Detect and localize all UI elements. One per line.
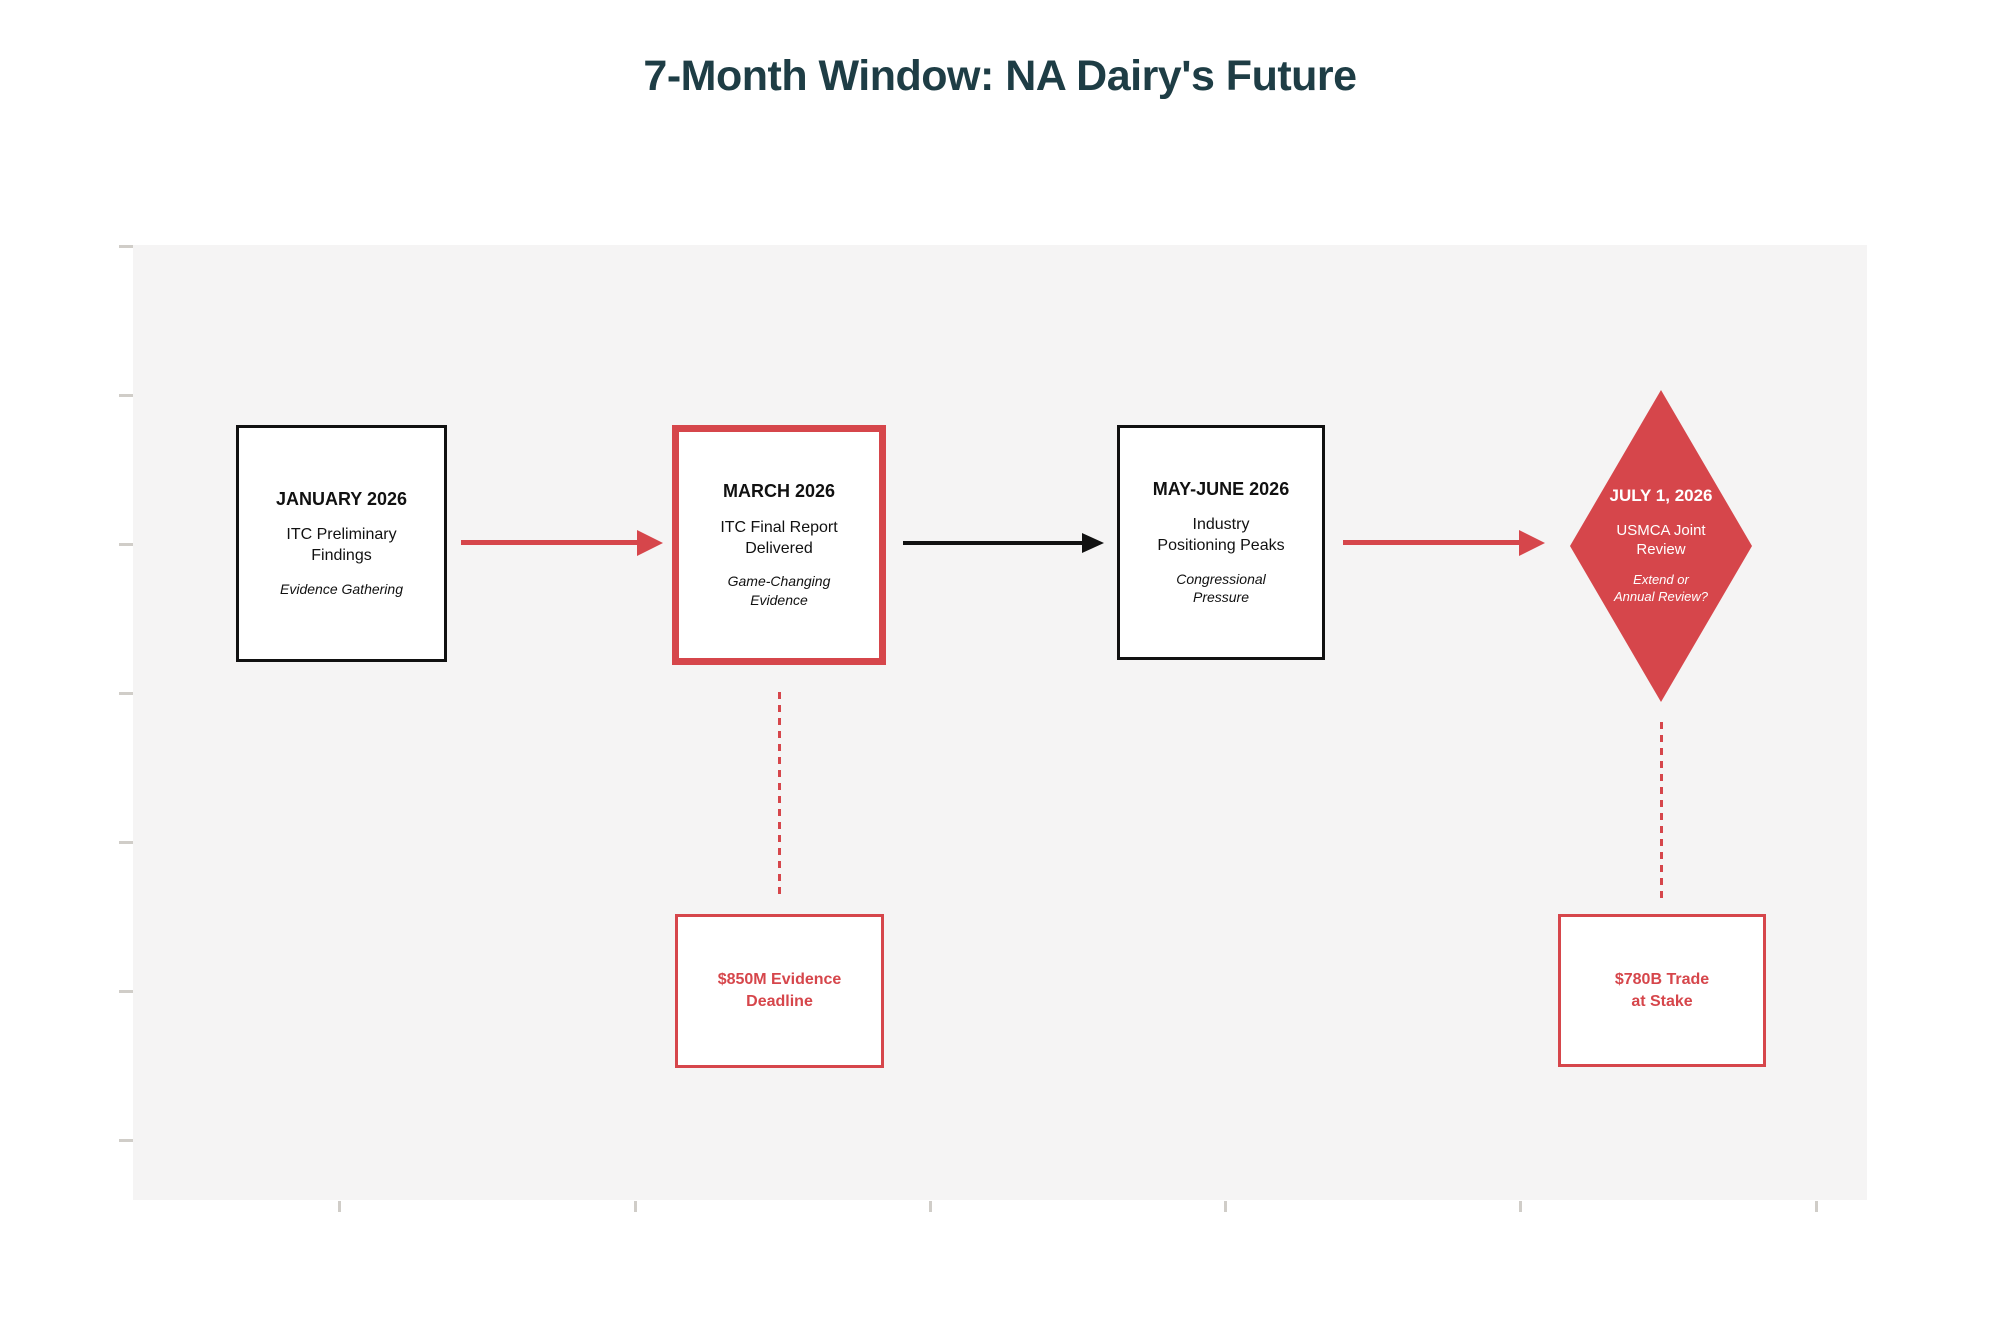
node-date: JULY 1, 2026 bbox=[1609, 486, 1713, 506]
node-march-2026: MARCH 2026 ITC Final Report Delivered Ga… bbox=[672, 425, 886, 665]
arrow-jan-to-march-line bbox=[461, 540, 639, 545]
x-axis-tick bbox=[338, 1201, 341, 1212]
dashed-connector-march-to-deadline bbox=[778, 692, 781, 898]
callout-text: $780B Trade at Stake bbox=[1614, 970, 1710, 1010]
page-title: 7-Month Window: NA Dairy's Future bbox=[643, 52, 1357, 100]
y-axis-tick bbox=[119, 1139, 133, 1142]
node-label: ITC Final Report Delivered bbox=[720, 518, 838, 557]
callout-trade-at-stake: $780B Trade at Stake bbox=[1558, 914, 1766, 1067]
node-date: MAY-JUNE 2026 bbox=[1152, 478, 1290, 499]
arrow-march-to-may-line bbox=[903, 541, 1084, 545]
callout-evidence-deadline: $850M Evidence Deadline bbox=[675, 914, 884, 1068]
arrow-may-to-july-line bbox=[1343, 540, 1521, 545]
x-axis-tick bbox=[634, 1201, 637, 1212]
x-axis-tick bbox=[1224, 1201, 1227, 1212]
node-note: Congressional Pressure bbox=[1176, 570, 1266, 606]
y-axis-tick bbox=[119, 394, 133, 397]
node-note: Evidence Gathering bbox=[280, 581, 403, 597]
y-axis-tick bbox=[119, 543, 133, 546]
x-axis-tick bbox=[1815, 1201, 1818, 1212]
node-may-june-2026: MAY-JUNE 2026 Industry Positioning Peaks… bbox=[1117, 425, 1325, 660]
node-label: Industry Positioning Peaks bbox=[1157, 516, 1285, 555]
node-date: MARCH 2026 bbox=[722, 481, 836, 502]
arrow-jan-to-march-head-icon bbox=[637, 530, 663, 556]
callout-text: $850M Evidence Deadline bbox=[717, 971, 842, 1010]
node-label: ITC Preliminary Findings bbox=[286, 526, 397, 565]
y-axis-tick bbox=[119, 841, 133, 844]
arrow-may-to-july-head-icon bbox=[1519, 530, 1545, 556]
node-note: Extend or Annual Review? bbox=[1614, 571, 1708, 604]
x-axis-tick bbox=[1519, 1201, 1522, 1212]
node-note: Game-Changing Evidence bbox=[727, 573, 831, 608]
y-axis-tick bbox=[119, 245, 133, 248]
node-label: USMCA Joint Review bbox=[1616, 521, 1706, 559]
y-axis-tick bbox=[119, 990, 133, 993]
x-axis-tick bbox=[929, 1201, 932, 1212]
y-axis-tick bbox=[119, 692, 133, 695]
node-january-2026: JANUARY 2026 ITC Preliminary Findings Ev… bbox=[236, 425, 447, 662]
node-date: JANUARY 2026 bbox=[275, 488, 408, 509]
arrow-march-to-may-head-icon bbox=[1082, 533, 1104, 553]
dashed-connector-july-to-trade bbox=[1660, 722, 1663, 898]
